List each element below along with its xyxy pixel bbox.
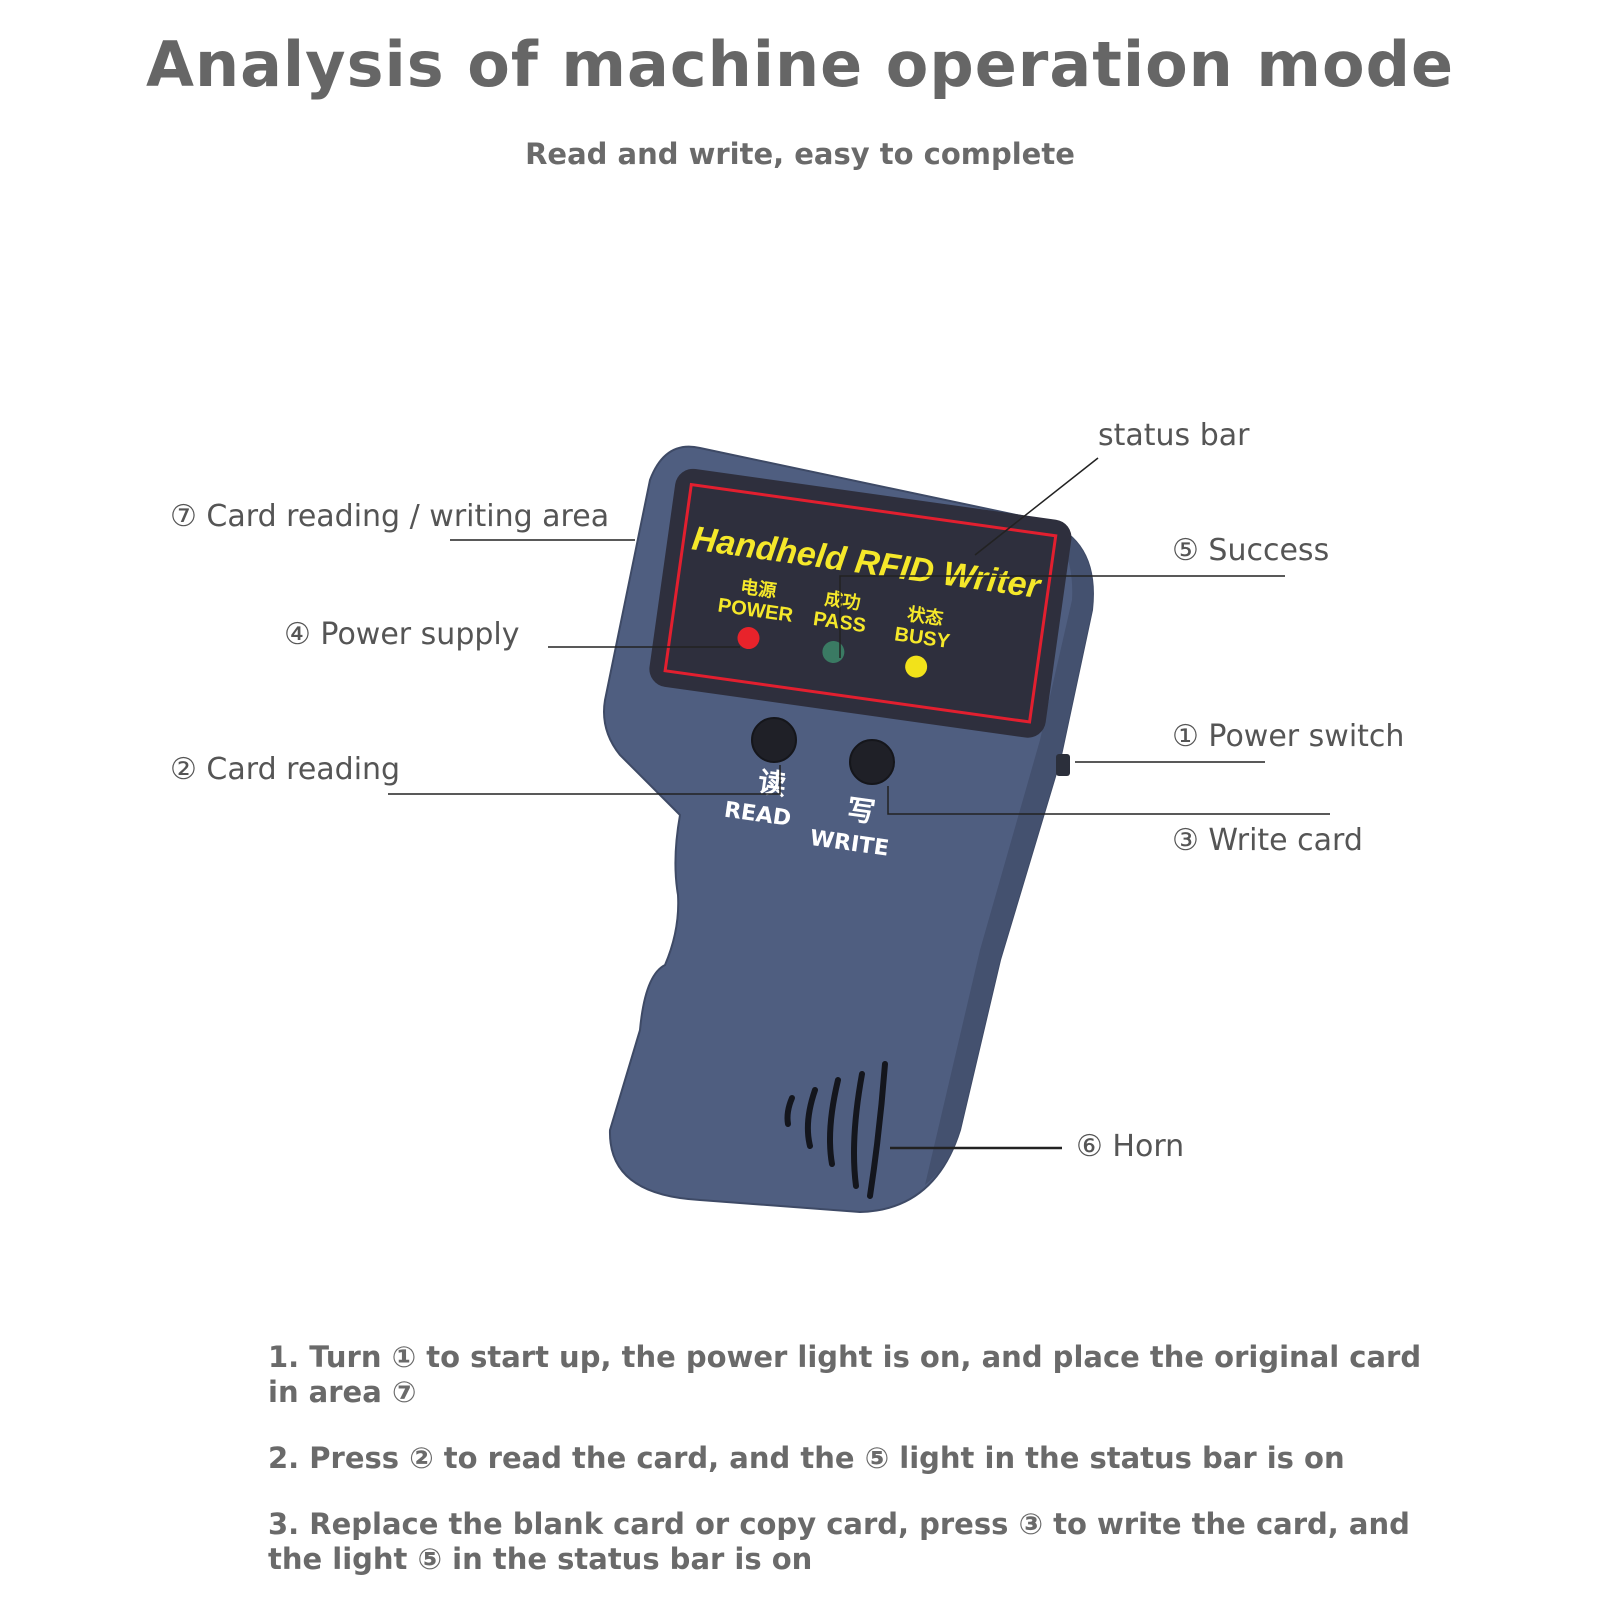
leader-lines — [388, 457, 1330, 1150]
instruction-step: 1. Turn ① to start up, the power light i… — [268, 1340, 1422, 1409]
page-subtitle: Read and write, easy to complete — [525, 137, 1075, 171]
leader-success — [839, 575, 1285, 658]
write-label-cn: 写 — [845, 793, 877, 830]
leader-card-reading — [388, 765, 781, 795]
led-label-cn-busy: 状态 — [906, 603, 945, 630]
instruction-step: 3. Replace the blank card or copy card, … — [268, 1507, 1410, 1576]
page-title: Analysis of machine operation mode — [145, 28, 1455, 101]
led-label-cn-pass: 成功 — [823, 587, 862, 614]
pass-led — [822, 640, 845, 663]
callout-card-reading: ② Card reading — [170, 752, 401, 787]
callout-write-card: ③ Write card — [1172, 823, 1363, 858]
power-led — [737, 627, 760, 650]
power-switch[interactable] — [1056, 754, 1070, 776]
read-label-cn: 读 — [756, 765, 788, 802]
write-button[interactable] — [849, 739, 895, 785]
status-bar-panel: Handheld RFID Writer 电源 POWER 成功 PASS 状态… — [649, 468, 1072, 738]
device-side-shade — [925, 520, 1093, 1185]
instructions: 1. Turn ① to start up, the power light i… — [268, 1340, 1428, 1608]
callout-horn: ⑥ Horn — [1076, 1129, 1185, 1164]
horn-speaker — [784, 1061, 888, 1199]
read-button[interactable] — [751, 717, 797, 763]
callout-status-bar: status bar — [1098, 418, 1250, 453]
callout-card-area: ⑦ Card reading / writing area — [170, 499, 610, 534]
leader-write-card — [887, 786, 1330, 815]
leader-status-bar — [974, 457, 1099, 556]
busy-led — [905, 655, 928, 678]
status-bar-frame — [663, 482, 1058, 724]
callout-success: ⑤ Success — [1172, 533, 1330, 568]
led-label-cn-power: 电源 — [739, 576, 778, 603]
instruction-step: 2. Press ② to read the card, and the ⑤ l… — [268, 1441, 1345, 1475]
callout-power-switch: ① Power switch — [1172, 719, 1405, 754]
callout-power-supply: ④ Power supply — [284, 617, 520, 652]
